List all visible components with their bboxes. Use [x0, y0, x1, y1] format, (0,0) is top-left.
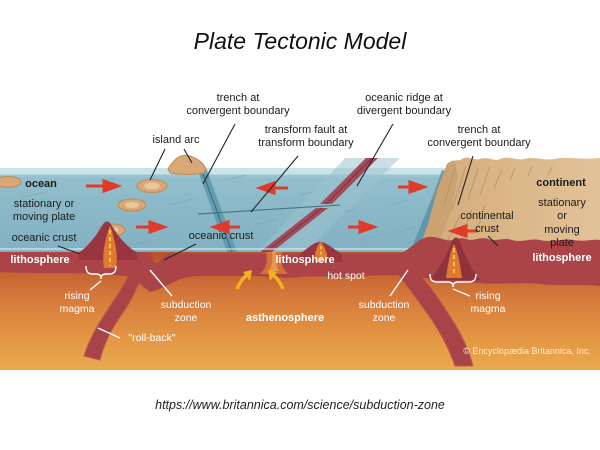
source-url: https://www.britannica.com/science/subdu… — [155, 398, 445, 412]
annotation-lines-white — [85, 265, 477, 339]
label-trench-right: trench at convergent boundary — [427, 124, 531, 150]
label-lithosphere-right: lithosphere — [532, 252, 592, 264]
subducting-slab-right — [385, 253, 474, 367]
island-arc-seamounts — [0, 154, 207, 237]
volcano-right — [430, 237, 480, 280]
plate-motion-arrows — [86, 178, 478, 239]
hot-spot-volcano — [300, 242, 342, 262]
volcano-left — [78, 221, 138, 268]
label-oceanic-crust-mid: oceanic crust — [188, 230, 254, 242]
mantle-flow-arrows — [235, 270, 285, 290]
label-subduction-right: subduction zone — [358, 299, 410, 324]
label-lithosphere-left: lithosphere — [10, 254, 70, 266]
red-arrow-left-icon — [209, 219, 240, 235]
brace-left — [85, 265, 117, 280]
label-transform-fault: transform fault at transform boundary — [258, 124, 354, 150]
label-rising-magma-left: rising magma — [59, 290, 95, 315]
callout-lines — [57, 123, 499, 261]
label-lithosphere-mid: lithosphere — [275, 254, 335, 266]
magma-conduit-right — [446, 244, 462, 278]
red-arrow-right-icon — [398, 179, 429, 195]
mid-ocean-ridge — [260, 157, 378, 253]
label-plate-right: stationary or moving plate — [538, 197, 586, 250]
label-roll-back: "roll-back" — [128, 332, 176, 344]
label-asthenosphere: asthenosphere — [245, 312, 325, 324]
emergent-island — [167, 154, 207, 175]
transform-fault-line — [197, 204, 341, 215]
ridge-magma-conduit — [260, 252, 288, 274]
label-plate-left: stationary or moving plate — [12, 198, 76, 224]
label-island-arc: island arc — [152, 134, 200, 146]
label-continental-crust: continental crust — [460, 210, 514, 236]
label-oceanic-crust-left: oceanic crust — [11, 232, 77, 244]
page-title: Plate Tectonic Model — [193, 28, 407, 54]
label-oceanic-ridge: oceanic ridge at divergent boundary — [356, 92, 452, 118]
red-arrow-right-icon — [86, 178, 123, 194]
label-subduction-left: subduction zone — [160, 299, 212, 324]
label-continent: continent — [536, 177, 586, 189]
label-rising-magma-right: rising magma — [470, 290, 506, 315]
label-trench-left: trench at convergent boundary — [186, 92, 290, 118]
subducting-slab-left — [83, 253, 143, 361]
red-arrow-right-icon — [348, 219, 379, 235]
copyright-notice: © Encyclopædia Britannica, Inc. — [463, 346, 591, 356]
label-ocean: ocean — [25, 178, 57, 190]
red-arrow-right-icon — [136, 219, 169, 235]
red-arrow-left-icon — [255, 180, 288, 196]
red-arrow-left-icon — [447, 223, 478, 239]
label-hot-spot: hot spot — [327, 270, 365, 282]
brace-right — [429, 273, 477, 288]
